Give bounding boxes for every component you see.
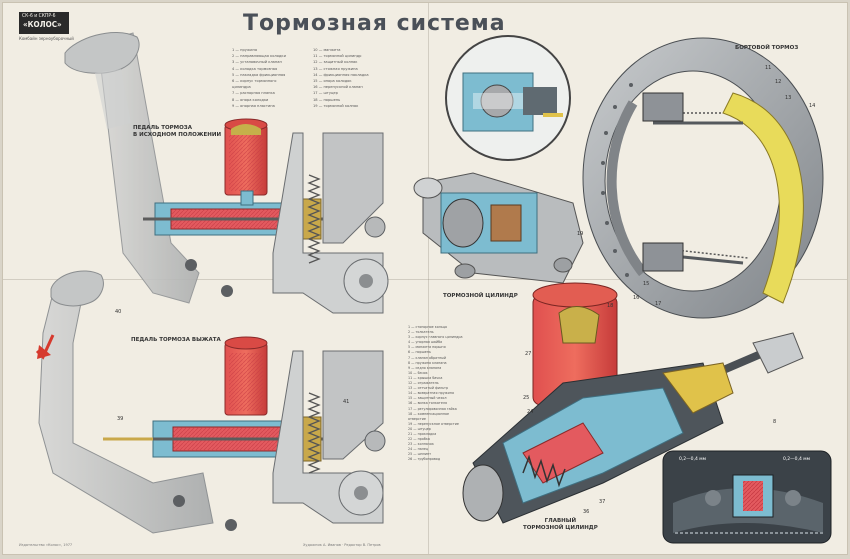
label-brake-cylinder: ТОРМОЗНОЙ ЦИЛИНДР xyxy=(443,293,518,299)
badge-line-2: «КОЛОС» xyxy=(23,20,62,29)
upper-master-cylinder xyxy=(143,118,389,314)
legend-item: 19 — перепускное отверстие xyxy=(408,421,459,426)
legend-item: 6 — корпус тормозного xyxy=(232,79,277,84)
legend-item: 15 — опора колодок xyxy=(313,79,352,84)
clearance-value-left: 0,2—0,4 мм xyxy=(679,457,707,462)
label-side-brake: БОРТОВОЙ ТОРМОЗ xyxy=(735,45,799,51)
legend-item: 11 — тормозной цилиндр xyxy=(313,54,362,59)
drum-callout: 13 xyxy=(785,95,791,101)
legend-item: 17 — регулировочная гайка xyxy=(408,406,457,411)
drum-callout: 15 xyxy=(643,281,649,287)
drum-callout: 18 xyxy=(607,303,613,309)
master-callout: 37 xyxy=(599,499,605,505)
label-pedal-rest: ПЕДАЛЬ ТОРМОЗА В ИСХОДНОМ ПОЛОЖЕНИИ xyxy=(133,125,222,138)
rod-callout: 39 xyxy=(117,416,123,422)
legend-item: 9 — седло клапана xyxy=(408,365,442,370)
pedal-callout: 40 xyxy=(115,309,121,315)
legend-item: 8 — пружина клапана xyxy=(408,360,447,365)
legend-item: 9 — опорная пластина xyxy=(232,103,275,108)
drum-callout: 14 xyxy=(809,103,815,109)
side-brake-drum xyxy=(582,37,824,319)
pedal-lower xyxy=(38,270,237,534)
pedal-upper xyxy=(64,32,200,304)
legend-top-right: 10 — манжета 11 — тормозной цилиндр 12 —… xyxy=(313,47,369,109)
legend-item: 11 — крышка бачка xyxy=(408,375,443,380)
fold-line-horizontal xyxy=(3,279,847,280)
drum-callout: 12 xyxy=(775,79,781,85)
arrow-head-icon xyxy=(37,345,51,359)
legend-master-cylinder: 1 — стопорное кольцо 2 — толкатель 3 — к… xyxy=(408,325,463,463)
legend-item: 18 — компенсационное xyxy=(408,411,450,416)
legend-item: 25 — шплинт xyxy=(408,452,432,457)
publisher-badge: СК-6 и СКПР-6 «КОЛОС» xyxy=(19,12,69,34)
legend-item: 12 — отражатель xyxy=(408,381,439,386)
legend-item: 7 — клапан обратный xyxy=(408,355,446,360)
legend-item: 12 — защитный колпак xyxy=(313,60,358,65)
legend-item: 24 — палец xyxy=(408,447,429,452)
legend-item: 7 — распорная планка xyxy=(232,91,275,96)
lever-callout: 41 xyxy=(343,399,349,405)
legend-item: 4 — упорная шайба xyxy=(408,340,443,345)
drum-callout: 11 xyxy=(765,65,771,71)
legend-item: 6 — поршень xyxy=(408,350,431,355)
drum-callout: 17 xyxy=(655,301,661,307)
legend-item: 16 — перепускной клапан xyxy=(313,85,363,90)
legend-item: 8 — опора колодки xyxy=(232,97,269,102)
legend-item: 10 — бачок xyxy=(408,370,428,375)
legend-item: 5 — манжета поршня xyxy=(408,345,446,350)
legend-item: 1 — стопорное кольцо xyxy=(408,325,448,329)
legend-item: 14 — возвратная пружина xyxy=(408,391,454,396)
valve-detail-inset xyxy=(445,35,571,161)
legend-item: 5 — накладка фрикционная xyxy=(232,72,286,77)
legend-item: 20 — штуцер xyxy=(408,426,431,431)
legend-item: 3 — корпус главного цилиндра xyxy=(408,335,463,340)
poster-title: Тормозная система xyxy=(243,11,506,36)
legend-item: 26 — трубопровод xyxy=(408,457,441,462)
legend-top-left: 1 — пружина 2 — направляющая колодки 3 —… xyxy=(232,47,286,109)
badge-subtitle: Комбайн зерноуборочный xyxy=(19,36,74,41)
legend-item: 1 — пружина xyxy=(232,48,258,52)
legend-item: 16 — вилка толкателя xyxy=(408,401,447,406)
drum-callout: 19 xyxy=(577,231,583,237)
legend-item: 15 — защитный чехол xyxy=(408,396,447,401)
master-callout: 24 xyxy=(527,409,533,415)
badge-line-1: СК-6 и СКПР-6 xyxy=(22,13,56,19)
main-master-cylinder xyxy=(462,282,804,524)
legend-item: 4 — колодка тормозная xyxy=(232,66,278,71)
wheel-brake-cylinder xyxy=(413,172,584,284)
legend-item: 3 — установочный клапан xyxy=(232,60,282,65)
legend-item: 2 — толкатель xyxy=(408,330,434,335)
legend-item: 23 — колпачок xyxy=(408,442,434,447)
legend-item: 19 — тормозной колпак xyxy=(313,103,359,108)
legend-item: 13 — стяжная пружина xyxy=(313,66,358,71)
legend-item: 14 — фрикционная накладка xyxy=(313,72,369,77)
footer-publisher: Издательство «Колос», 1977 xyxy=(19,543,73,547)
legend-item: 13 — сетчатый фильтр xyxy=(408,386,449,391)
footer-credits: Художник А. Иванов · Редактор В. Петров xyxy=(303,543,381,547)
illustration: 11 12 13 14 15 16 17 18 19 40 41 39 27 2… xyxy=(35,32,832,544)
master-callout: 8 xyxy=(773,419,776,425)
fold-line-vertical xyxy=(428,3,429,554)
legend-item: 18 — поршень xyxy=(313,97,341,102)
legend-item: отверстие xyxy=(408,416,426,421)
lower-master-cylinder xyxy=(103,336,386,524)
legend-item: 2 — направляющая колодки xyxy=(232,54,286,59)
legend-item: 22 — пробка xyxy=(408,437,430,442)
label-pedal-pressed: ПЕДАЛЬ ТОРМОЗА ВЫЖАТА xyxy=(131,337,221,343)
label-master-cylinder: ГЛАВНЫЙ ТОРМОЗНОЙ ЦИЛИНДР xyxy=(523,518,598,531)
master-callout: 25 xyxy=(523,395,529,401)
master-callout: 36 xyxy=(583,509,589,515)
legend-item: 10 — манжета xyxy=(313,48,341,52)
master-callout: 27 xyxy=(525,351,531,357)
clearance-value-right: 0,2—0,4 мм xyxy=(783,457,811,462)
legend-item: цилиндра xyxy=(232,85,251,90)
clearance-detail-inset xyxy=(662,450,832,544)
drum-callout: 16 xyxy=(633,295,639,301)
legend-item: 17 — штуцер xyxy=(313,91,338,96)
legend-item: 21 — прокладка xyxy=(408,431,437,436)
